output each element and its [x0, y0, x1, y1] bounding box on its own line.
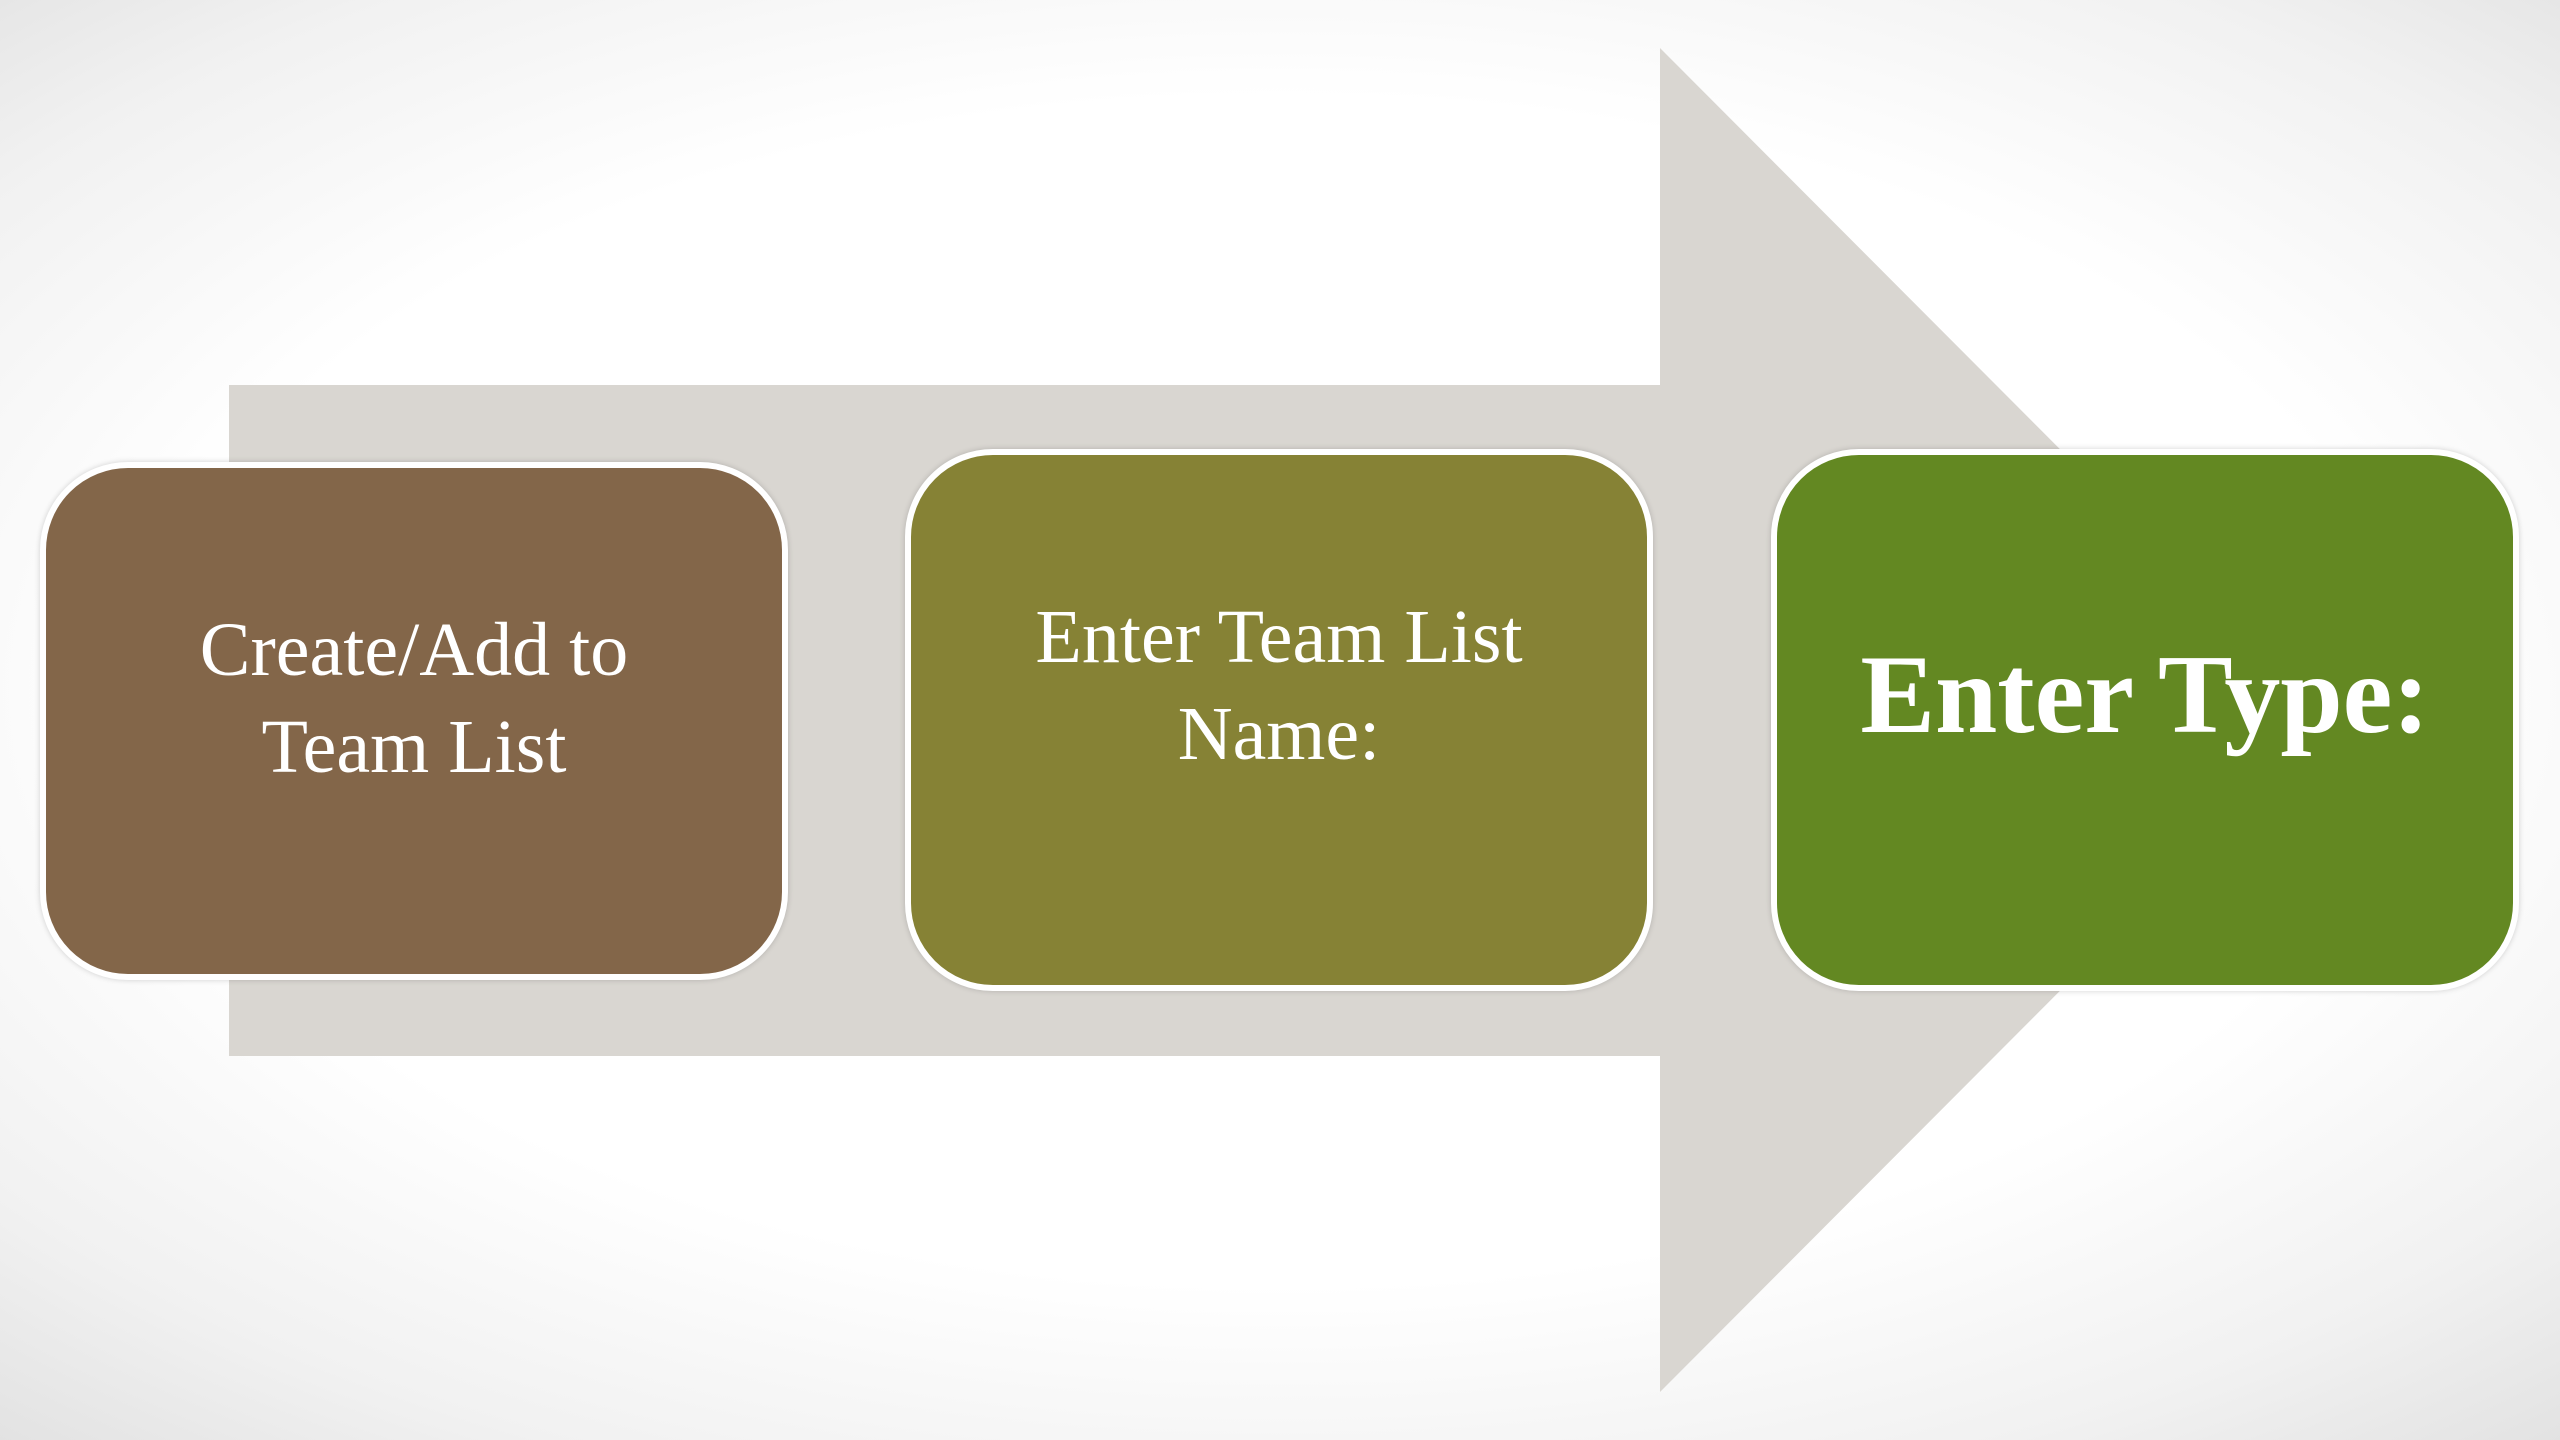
- step-3-label: Enter Type:: [1860, 632, 2430, 757]
- step-1-label: Create/Add to Team List: [199, 608, 629, 789]
- step-box-enter-type: Enter Type:: [1771, 449, 2519, 991]
- step-2-label: Enter Team List Name:: [1035, 595, 1523, 776]
- step-box-enter-team-list-name: Enter Team List Name:: [905, 449, 1653, 991]
- step-box-create-add: Create/Add to Team List: [40, 462, 788, 980]
